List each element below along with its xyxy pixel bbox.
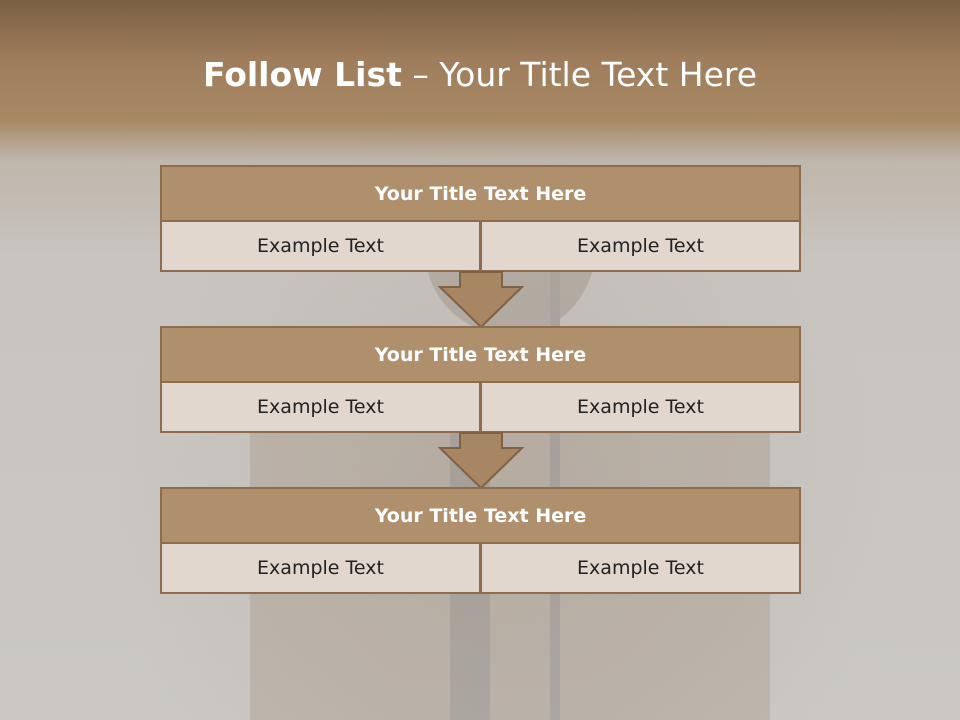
step-cell-left: Example Text	[160, 383, 481, 433]
step-row: Example Text Example Text	[160, 222, 801, 272]
step-cell-right: Example Text	[481, 222, 801, 272]
down-arrow-icon	[438, 271, 524, 329]
step-row: Example Text Example Text	[160, 383, 801, 433]
step-block-3: Your Title Text Here Example Text Exampl…	[160, 487, 801, 594]
step-cell-left: Example Text	[160, 544, 481, 594]
step-cell-right: Example Text	[481, 383, 801, 433]
step-cell-right: Example Text	[481, 544, 801, 594]
step-title: Your Title Text Here	[160, 487, 801, 544]
slide-title: Follow List – Your Title Text Here	[0, 52, 960, 98]
step-block-1: Your Title Text Here Example Text Exampl…	[160, 165, 801, 272]
down-arrow-icon	[438, 432, 524, 490]
step-row: Example Text Example Text	[160, 544, 801, 594]
step-cell-left: Example Text	[160, 222, 481, 272]
step-block-2: Your Title Text Here Example Text Exampl…	[160, 326, 801, 433]
step-title: Your Title Text Here	[160, 165, 801, 222]
step-title: Your Title Text Here	[160, 326, 801, 383]
title-rest: – Your Title Text Here	[401, 55, 758, 94]
title-lead: Follow List	[202, 55, 402, 94]
